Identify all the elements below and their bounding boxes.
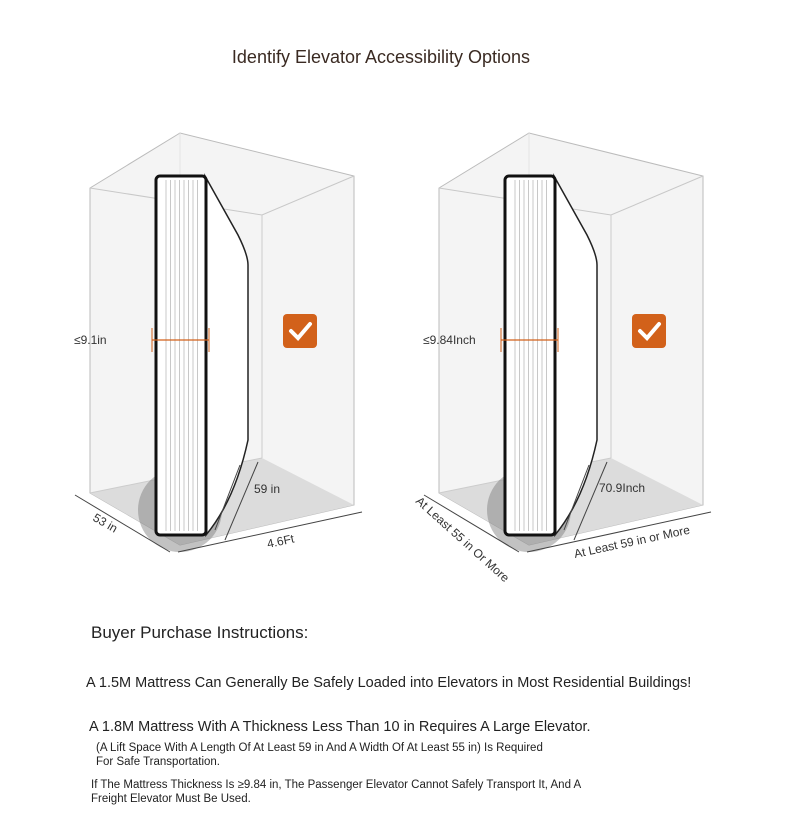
mattress bbox=[154, 174, 208, 537]
instructions-heading: Buyer Purchase Instructions: bbox=[91, 623, 309, 642]
length-label: 59 in bbox=[254, 482, 280, 496]
width-label: 53 in bbox=[91, 510, 121, 535]
page-title: Identify Elevator Accessibility Options bbox=[231, 47, 531, 67]
instruction-note-1b: For Safe Transportation. bbox=[96, 756, 221, 768]
mattress-side bbox=[204, 173, 249, 538]
thickness-label: ≤9.1in bbox=[74, 333, 107, 347]
depth-label: 4.6Ft bbox=[266, 531, 296, 551]
instruction-note-2a: If The Mattress Thickness Is ≥9.84 in, T… bbox=[91, 779, 582, 791]
length-measure bbox=[573, 461, 608, 541]
checkmark-icon bbox=[289, 322, 312, 341]
mattress-side bbox=[553, 173, 598, 538]
length-measure bbox=[214, 464, 241, 531]
width-measure bbox=[74, 494, 171, 553]
instruction-note-1a: (A Lift Space With A Length Of At Least … bbox=[96, 742, 543, 754]
length-measure bbox=[224, 461, 259, 541]
mattress bbox=[503, 174, 557, 537]
elevator-diagram-standard: ≤9.1in 59 in 53 in 4.6Ft bbox=[74, 132, 363, 553]
width-measure bbox=[423, 494, 520, 553]
instruction-line-1: A 1.5M Mattress Can Generally Be Safely … bbox=[86, 675, 692, 691]
length-measure bbox=[563, 464, 590, 531]
length-label: 70.9Inch bbox=[599, 481, 645, 495]
depth-measure bbox=[177, 511, 363, 553]
check-badge bbox=[283, 314, 317, 348]
instruction-line-2: A 1.8M Mattress With A Thickness Less Th… bbox=[89, 719, 591, 735]
depth-measure bbox=[526, 511, 712, 553]
checkmark-icon bbox=[638, 322, 661, 341]
instruction-note-2b: Freight Elevator Must Be Used. bbox=[91, 793, 251, 805]
thickness-label: ≤9.84Inch bbox=[423, 333, 476, 347]
check-badge bbox=[632, 314, 666, 348]
